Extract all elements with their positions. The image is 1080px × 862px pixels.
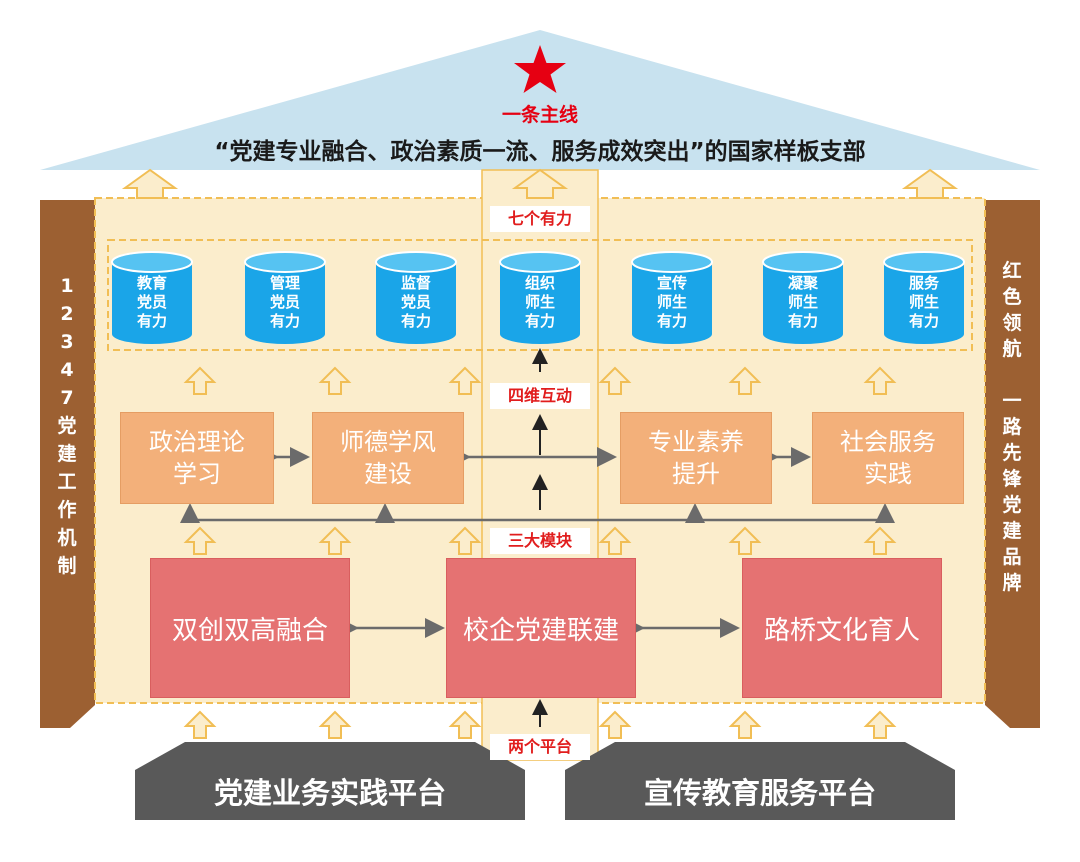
left-pillar-text: 1 2 3 4 7 党 建 工 作 机 制 [57, 275, 77, 577]
base-right-label: 宣传教育服务平台 [643, 776, 876, 810]
cylinder-body [245, 262, 325, 344]
cylinder-top [499, 251, 581, 273]
module-social-service: 社会服务 实践 [812, 412, 964, 504]
right-pillar-text: 红 色 领 航 一 路 先 锋 党 建 品 牌 [1002, 260, 1022, 594]
tag-two-platforms: 两个平台 [490, 734, 590, 760]
platform-culture: 路桥文化育人 [742, 558, 942, 698]
module-ethics-style: 师德学风 建设 [312, 412, 464, 504]
left-pillar [40, 200, 95, 728]
roof [40, 30, 1040, 170]
base-left [135, 742, 525, 820]
cylinders-shapes [111, 251, 965, 344]
cylinder-body [376, 262, 456, 344]
cylinder-top [111, 251, 193, 273]
cylinder-body [500, 262, 580, 344]
base-right [565, 742, 955, 820]
roof-up-arrows [121, 168, 959, 199]
roof-slogan: “党建专业融合、政治素质一流、服务成效突出”的国家样板支部 [214, 139, 866, 165]
right-pillar [985, 200, 1040, 728]
module-political-theory: 政治理论 学习 [120, 412, 274, 504]
tag-seven-forces: 七个有力 [490, 206, 590, 232]
row-up-arrows-top [183, 366, 897, 395]
cylinder-body [632, 262, 712, 344]
main-line-label: 一条主线 [501, 104, 578, 126]
cylinder-body [763, 262, 843, 344]
cylinder-label: 服务 师生 有力 [908, 274, 939, 330]
tag-four-dimensions: 四维互动 [490, 383, 590, 409]
row-up-arrows-bottom [183, 710, 897, 739]
platform-school-enterprise: 校企党建联建 [446, 558, 636, 698]
cylinder-label: 宣传 师生 有力 [656, 274, 687, 330]
module-baseline [180, 503, 895, 523]
cylinder-top [631, 251, 713, 273]
cylinder-label: 监督 党员 有力 [400, 274, 431, 330]
cylinder-top [762, 251, 844, 273]
module-professional-quality: 专业素养 提升 [620, 412, 772, 504]
star-icon [514, 45, 566, 93]
cylinder-label: 管理 党员 有力 [269, 274, 300, 330]
cylinder-body [112, 262, 192, 344]
cylinder-label: 凝聚 师生 有力 [787, 274, 818, 330]
cylinder-top [244, 251, 326, 273]
tag-three-modules: 三大模块 [490, 528, 590, 554]
cylinder-top [375, 251, 457, 273]
cylinder-label: 组织 师生 有力 [524, 274, 555, 330]
base-left-label: 党建业务实践平台 [213, 776, 446, 810]
platform-innovation: 双创双高融合 [150, 558, 350, 698]
cylinder-label: 教育 党员 有力 [136, 274, 167, 330]
row-up-arrows-middle [183, 526, 897, 555]
cylinder-top [883, 251, 965, 273]
cylinder-body [884, 262, 964, 344]
